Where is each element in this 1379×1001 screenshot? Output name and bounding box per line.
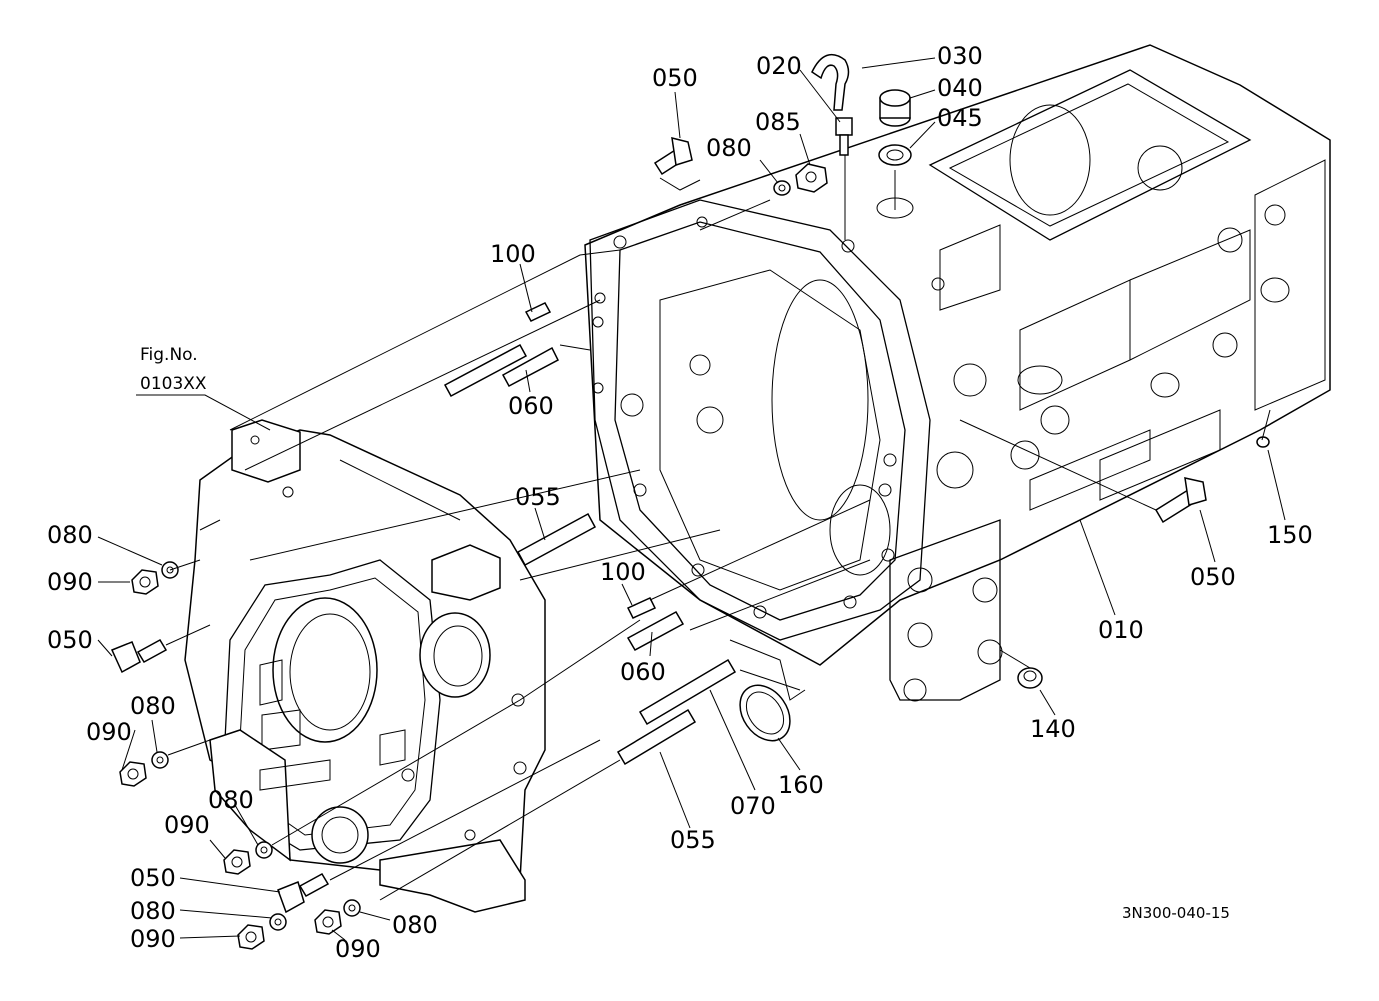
bolt-050-left: [110, 638, 168, 674]
pin-100-top: [524, 302, 552, 322]
callout-010: 010: [1098, 616, 1144, 644]
breather-030: [811, 53, 853, 156]
oring-045: [878, 144, 912, 166]
callout-140: 140: [1030, 715, 1076, 743]
fig-ref-number: 0103XX: [140, 374, 207, 394]
bolt-050-bottom: [277, 872, 330, 914]
callout-090-left3: 090: [164, 811, 210, 839]
washer-080-bottom2: [343, 899, 361, 917]
seal-160: [739, 684, 791, 742]
callout-055-bottom: 055: [670, 826, 716, 854]
pin-100-mid: [626, 597, 657, 619]
stud-070: [638, 658, 737, 726]
callout-050-top: 050: [652, 64, 698, 92]
callout-100-mid: 100: [600, 558, 646, 586]
washer-080-left2: [151, 751, 169, 769]
callout-090-bottom2: 090: [335, 935, 381, 963]
nut-090-bottom2: [314, 909, 342, 935]
nut-090-left2: [119, 761, 147, 787]
callout-050-left: 050: [47, 626, 93, 654]
assembly-lines: [165, 155, 1271, 901]
callout-080-top: 080: [706, 134, 752, 162]
stud-055-mid: [516, 512, 597, 567]
callout-040: 040: [937, 74, 983, 102]
callout-090-left2: 090: [86, 718, 132, 746]
nut-090-left1: [131, 569, 159, 595]
callout-060-mid: 060: [620, 658, 666, 686]
transmission-case: [584, 44, 1331, 702]
bolt-050-top: [653, 137, 693, 176]
nut-090-bottom1: [237, 924, 265, 950]
washer-080-top: [773, 180, 791, 196]
callout-070: 070: [730, 792, 776, 820]
plug-140: [1017, 667, 1043, 689]
washer-080-left3: [255, 841, 273, 859]
callout-030: 030: [937, 42, 983, 70]
callout-090-bottom1: 090: [130, 925, 176, 953]
leader-lines: [97, 57, 1286, 941]
callout-100-top: 100: [490, 240, 536, 268]
callout-090-left1: 090: [47, 568, 93, 596]
front-housing: [184, 419, 546, 913]
drawing-number: 3N300-040-15: [1122, 904, 1230, 922]
callout-055-mid: 055: [515, 483, 561, 511]
nut-085: [795, 163, 828, 193]
fig-ref-label: Fig.No.: [140, 345, 198, 365]
callout-050-right: 050: [1190, 563, 1236, 591]
callout-020: 020: [756, 52, 802, 80]
callout-080-left1: 080: [47, 521, 93, 549]
callout-150: 150: [1267, 521, 1313, 549]
stud-060-top: [443, 343, 559, 398]
bolt-050-right: [1154, 477, 1207, 524]
nut-090-left3: [223, 849, 251, 875]
plug-040: [879, 89, 911, 127]
callout-080-bottom1: 080: [130, 897, 176, 925]
washer-080-bottom1: [269, 913, 287, 931]
callout-080-bottom2: 080: [392, 911, 438, 939]
callout-080-left3: 080: [208, 786, 254, 814]
callout-085: 085: [755, 108, 801, 136]
callout-045: 045: [937, 104, 983, 132]
callout-050-bottom: 050: [130, 864, 176, 892]
callout-060-top: 060: [508, 392, 554, 420]
callout-160: 160: [778, 771, 824, 799]
stud-060-mid: [626, 610, 685, 652]
plug-150: [1256, 436, 1270, 448]
callout-080-left2: 080: [130, 692, 176, 720]
stud-055-bottom: [616, 708, 697, 766]
